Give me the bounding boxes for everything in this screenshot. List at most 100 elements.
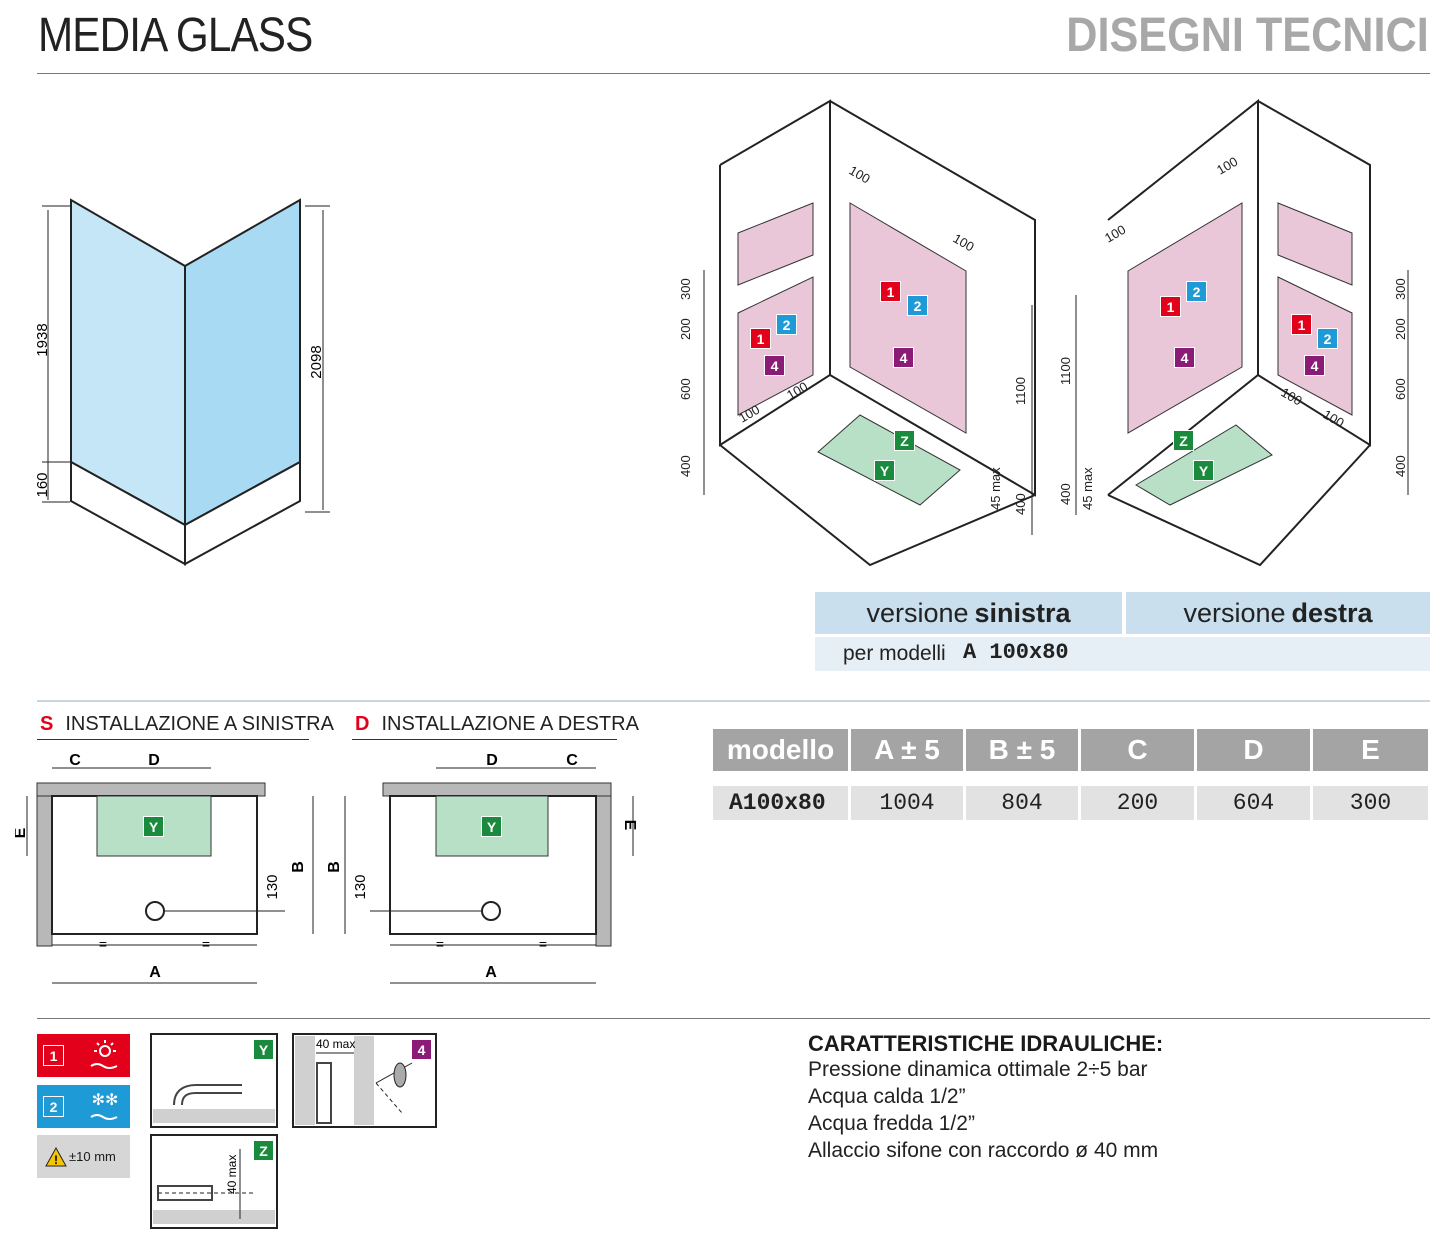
svg-text:300: 300 — [678, 278, 693, 300]
svg-text:100: 100 — [951, 231, 977, 255]
svg-text:45 max: 45 max — [1080, 467, 1095, 510]
marker-drain-right: 4 — [1304, 355, 1325, 376]
characteristics-line-2: Acqua calda 1/2” — [808, 1085, 966, 1108]
header-divider — [37, 73, 1430, 74]
marker-drain-left: 4 — [764, 355, 785, 376]
tolerance-text: ±10 mm — [69, 1149, 116, 1164]
svg-text:45 max: 45 max — [988, 467, 1003, 510]
wall-zone-right — [849, 202, 967, 434]
svg-text:100: 100 — [1102, 222, 1128, 246]
marker-hot-left: 1 — [750, 328, 771, 349]
svg-text:200: 200 — [678, 318, 693, 340]
dim-c-left: C — [69, 752, 81, 769]
table-header-b: B ± 5 — [966, 729, 1078, 771]
dim-160: 160 — [34, 472, 51, 497]
svg-text:600: 600 — [678, 378, 693, 400]
marker-hot-left-wall: 1 — [880, 281, 901, 302]
dim-1938: 1938 — [34, 323, 51, 356]
svg-text:400: 400 — [1060, 483, 1073, 505]
dim-2098: 2098 — [308, 345, 325, 378]
dim-d-right: D — [486, 752, 498, 769]
table-cell-d: 604 — [1197, 786, 1310, 820]
dim-b-right: B — [326, 861, 343, 873]
table-header-d: D — [1197, 729, 1310, 771]
iso-left-drawing: 100 100 100 100 300 200 600 400 1100 45 … — [678, 99, 1036, 567]
characteristics-line-1: Pressione dinamica ottimale 2÷5 bar — [808, 1058, 1148, 1081]
svg-text:400: 400 — [1013, 493, 1028, 515]
dim-c-right: C — [566, 752, 578, 769]
sun-icon — [90, 1040, 118, 1069]
tray-right — [184, 460, 301, 566]
characteristics-line-4: Allaccio sifone con raccordo ø 40 mm — [808, 1139, 1159, 1162]
dim-40max-z: 40 max — [225, 1155, 239, 1194]
characteristics-title: CARATTERISTICHE IDRAULICHE: — [808, 1031, 1164, 1056]
install-left-letter: S — [40, 713, 54, 735]
table-cell-c: 200 — [1081, 786, 1194, 820]
dim-a-left: A — [149, 964, 161, 981]
version-left-prefix: versione — [866, 597, 969, 628]
svg-text:!: ! — [54, 1153, 58, 1167]
marker-hot-right-wall: 1 — [1160, 296, 1181, 317]
enclosure-elevation-drawing: 1938 160 2098 — [34, 198, 330, 566]
table-header-a: A ± 5 — [851, 729, 963, 771]
svg-text:=: = — [436, 936, 444, 952]
table-header-e: E — [1313, 729, 1428, 771]
svg-text:400: 400 — [678, 455, 693, 477]
wall-zone-left — [1127, 202, 1243, 434]
wall-zone-lower — [737, 276, 814, 416]
detail-4-badge: 4 — [411, 1039, 432, 1060]
section-divider — [37, 700, 1430, 702]
marker-drain-left-wall: 4 — [893, 347, 914, 368]
marker-y-plan-left: Y — [143, 816, 164, 837]
table-cell-e: 300 — [1313, 786, 1428, 820]
legend-cold-badge: 2 — [43, 1096, 64, 1117]
dim-e-left: E — [15, 827, 29, 838]
marker-z-left: Z — [894, 430, 915, 451]
drain-left — [145, 901, 165, 921]
iso-right-drawing: 100 100 100 100 300 200 600 400 1100 45 … — [1060, 98, 1409, 567]
detail-z-badge: Z — [253, 1140, 274, 1161]
characteristics-line-3: Acqua fredda 1/2” — [808, 1112, 975, 1135]
marker-cold-right: 2 — [1317, 328, 1338, 349]
drain-right — [481, 901, 501, 921]
legend-hot-water: 1 — [37, 1034, 130, 1077]
bottom-divider — [37, 1018, 1430, 1019]
svg-text:100: 100 — [1214, 154, 1240, 178]
detail-y-badge: Y — [253, 1039, 274, 1060]
dim-a-right: A — [485, 964, 497, 981]
product-title: MEDIA GLASS — [38, 9, 313, 62]
table-cell-model: A100x80 — [713, 786, 848, 820]
legend-cold-water: 2 ✻✻ — [37, 1085, 130, 1128]
dim-130-right: 130 — [352, 874, 369, 899]
svg-text:=: = — [99, 936, 107, 952]
warning-icon: ! — [45, 1147, 67, 1167]
legend-hot-badge: 1 — [43, 1045, 64, 1066]
marker-cold-left: 2 — [776, 314, 797, 335]
model-name: A 100x80 — [963, 640, 1069, 665]
dim-d-left: D — [148, 752, 160, 769]
install-left-text: INSTALLAZIONE A SINISTRA — [65, 713, 334, 735]
legend-tolerance: ! ±10 mm — [37, 1135, 130, 1178]
wall-zone-upper — [737, 202, 814, 286]
table-cell-a: 1004 — [851, 786, 963, 820]
section-title: DISEGNI TECNICI — [1066, 9, 1429, 62]
svg-text:100: 100 — [847, 163, 873, 187]
install-right-plan: D C E B 130 A = = — [326, 752, 638, 984]
snowflake-icon: ✻✻ — [90, 1092, 119, 1120]
detail-4-drawing: 40 max — [292, 1033, 437, 1128]
svg-text:600: 600 — [1393, 378, 1408, 400]
marker-z-right: Z — [1173, 430, 1194, 451]
svg-text:1100: 1100 — [1013, 377, 1028, 405]
svg-text:300: 300 — [1393, 278, 1408, 300]
svg-text:✻✻: ✻✻ — [92, 1092, 119, 1109]
dim-b-left: B — [290, 861, 307, 873]
wall-zone-lower-r — [1277, 276, 1353, 416]
install-right-text: INSTALLAZIONE A DESTRA — [381, 713, 639, 735]
marker-cold-left-wall: 2 — [907, 295, 928, 316]
svg-text:=: = — [202, 936, 210, 952]
svg-text:200: 200 — [1393, 318, 1408, 340]
table-header-c: C — [1081, 729, 1194, 771]
